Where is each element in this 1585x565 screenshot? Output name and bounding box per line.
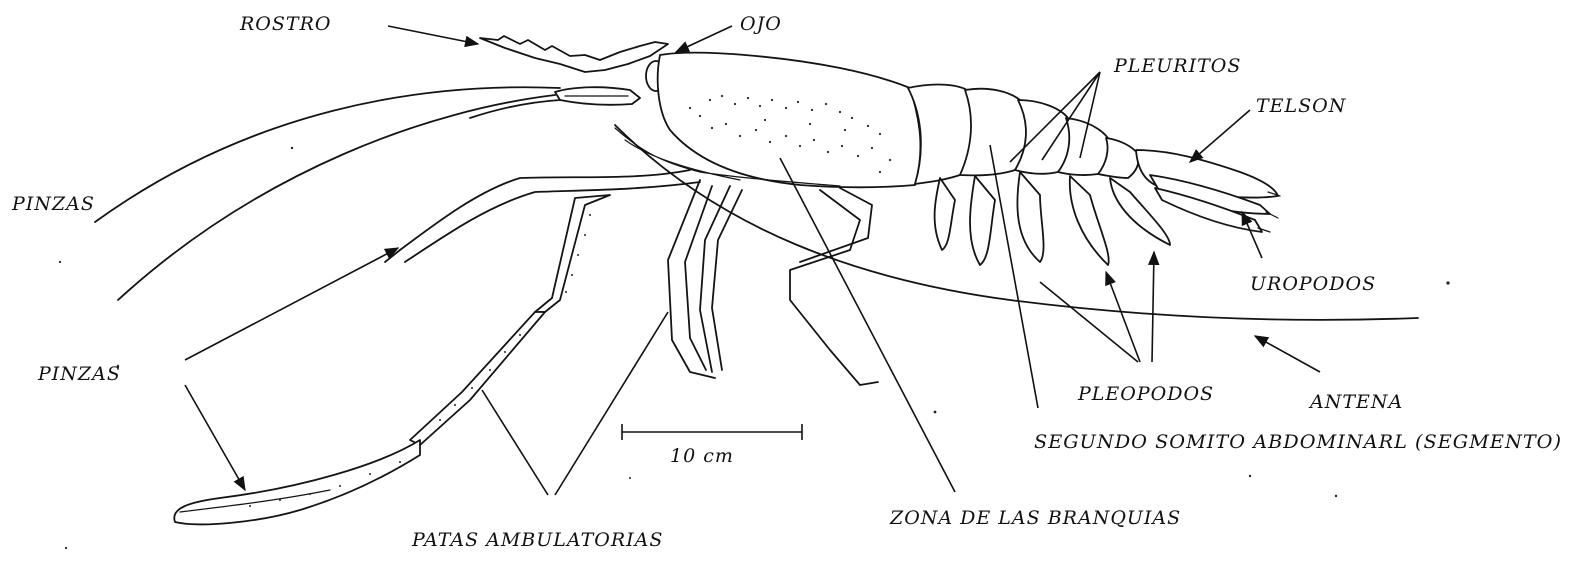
cheliped-stippling: [249, 214, 591, 507]
cheliped-arm-upper: [535, 195, 610, 312]
leader-pinzas-2: [185, 385, 245, 490]
leader-pleopodos-1: [1040, 282, 1138, 362]
scale-bar-label: 10 cm: [670, 445, 734, 467]
label-zona-branquias: ZONA DE LAS BRANQUIAS: [889, 507, 1181, 529]
leader-patas-1: [482, 390, 548, 495]
pleopod-1: [935, 178, 955, 250]
scale-bar: 10 cm: [622, 424, 802, 467]
cheliped-claw: [174, 440, 420, 524]
second-cheliped: [385, 170, 690, 262]
left-antenna-lower: [118, 95, 555, 300]
label-antena: ANTENA: [1308, 391, 1403, 413]
leader-ojo: [676, 26, 732, 52]
leader-zona-branquias: [780, 158, 955, 492]
leader-patas-2: [555, 312, 668, 495]
leader-antena: [1255, 336, 1320, 372]
leader-telson: [1190, 110, 1250, 162]
leader-rostro: [388, 26, 478, 44]
rostrum: [480, 36, 668, 72]
carapace: [658, 53, 921, 188]
pleopod-2: [970, 176, 995, 265]
label-ojo: OJO: [740, 13, 782, 35]
pleopod-3: [1017, 172, 1043, 262]
label-uropodos: UROPODOS: [1250, 273, 1376, 295]
leader-pleopodos-2: [1106, 272, 1140, 362]
left-antenna-upper: [95, 87, 560, 222]
leader-pleopodos-3: [1152, 252, 1154, 362]
label-pinzas-1: PINZAS: [11, 193, 95, 215]
label-segundo-somito: SEGUNDO SOMITO ABDOMINARL (SEGMENTO): [1034, 431, 1562, 453]
pleopod-4: [1070, 176, 1109, 265]
label-pinzas-2: PINZAS: [37, 363, 121, 385]
label-pleopodos: PLEOPODOS: [1077, 383, 1214, 405]
walking-leg-3: [790, 190, 878, 385]
walking-leg-2: [700, 186, 742, 372]
label-rostro: ROSTRO: [239, 13, 331, 35]
label-patas-ambulatorias: PATAS AMBULATORIAS: [411, 529, 663, 551]
label-telson: TELSON: [1256, 95, 1347, 117]
cheliped-arm-lower: [410, 312, 545, 445]
label-pleuritos: PLEURITOS: [1113, 55, 1241, 77]
leader-pinzas-1: [185, 248, 398, 360]
